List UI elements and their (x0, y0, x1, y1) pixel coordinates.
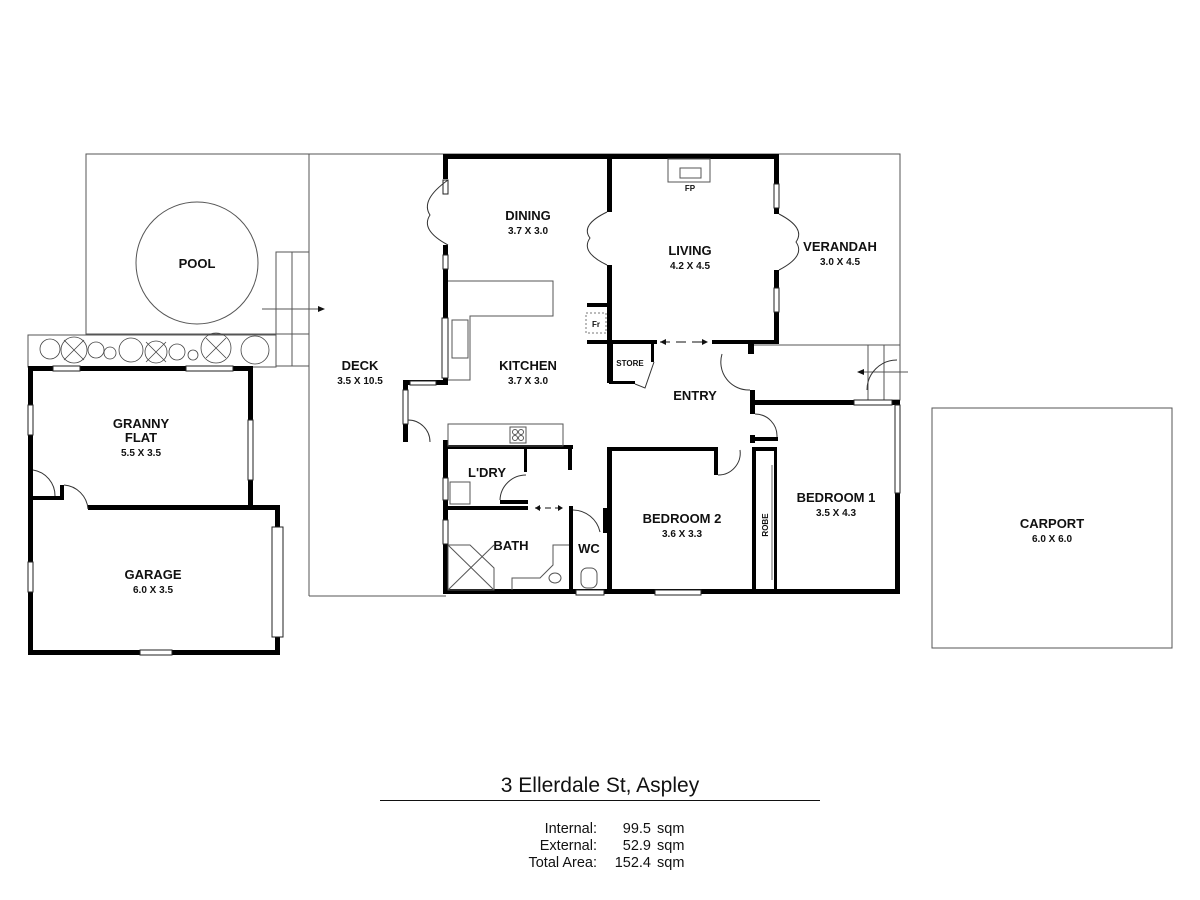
room-label-garage: GARAGE (124, 567, 181, 582)
room-label-wc: WC (578, 541, 600, 556)
cooktop-icon (509, 426, 527, 444)
house-walls (403, 154, 900, 594)
doors (407, 179, 898, 533)
property-address: 3 Ellerdale St, Aspley (500, 774, 700, 797)
wet-area-fixtures (447, 481, 598, 591)
room-label-store: STORE (616, 359, 644, 368)
sliding-doors (535, 339, 708, 511)
garage-door (271, 526, 284, 638)
plan-footer: 3 Ellerdale St, Aspley Internal: 99.5 sq… (380, 772, 820, 872)
room-dims-verandah: 3.0 X 4.5 (820, 257, 860, 268)
fireplace-icon (667, 158, 711, 183)
toilet-icon (580, 567, 598, 589)
room-label-entry: ENTRY (673, 388, 717, 403)
area-value: 99.5 (622, 821, 651, 837)
granny-flat-walls (28, 366, 280, 655)
room-dims-bedroom-2: 3.6 X 3.3 (662, 529, 702, 540)
garden-plants (39, 332, 270, 365)
area-value: 52.9 (622, 838, 651, 854)
kitchen-sink-icon (451, 319, 469, 359)
room-label-robe: ROBE (761, 513, 770, 537)
area-row-internal: Internal: 99.5 sqm (380, 821, 820, 838)
room-dims-living: 4.2 X 4.5 (670, 261, 710, 272)
area-summary: Internal: 99.5 sqm External: 52.9 sqm To… (380, 821, 820, 872)
pool-shape (135, 201, 259, 325)
fridge-label: Fr (592, 320, 600, 329)
fireplace-label: FP (685, 184, 696, 193)
area-unit: sqm (657, 821, 685, 837)
granny-flat-windows (27, 365, 284, 656)
area-value: 152.4 (614, 855, 651, 871)
carport-outline (931, 407, 1173, 649)
room-dims-kitchen: 3.7 X 3.0 (508, 376, 548, 387)
room-label-granny-flat-line1: GRANNY (113, 416, 170, 431)
room-label-dining: DINING (505, 208, 551, 223)
area-unit: sqm (657, 838, 685, 854)
area-row-external: External: 52.9 sqm (380, 838, 820, 855)
laundry-tub-icon (449, 481, 471, 505)
room-label-carport: CARPORT (1020, 516, 1084, 531)
fridge-icon (585, 312, 607, 334)
shower-icon (447, 544, 495, 591)
room-label-verandah: VERANDAH (803, 239, 877, 254)
room-label-bath: BATH (493, 538, 528, 553)
room-dims-deck: 3.5 X 10.5 (337, 376, 383, 387)
area-unit: sqm (657, 855, 685, 871)
room-label-bedroom-2: BEDROOM 2 (643, 511, 722, 526)
kitchen-fixtures (447, 158, 711, 447)
room-dims-dining: 3.7 X 3.0 (508, 226, 548, 237)
entry-stairs (857, 344, 908, 401)
room-label-granny-flat-line2: FLAT (125, 430, 157, 445)
area-label: Internal: (544, 821, 597, 837)
room-label-kitchen: KITCHEN (499, 358, 557, 373)
pool-stairs (262, 251, 325, 367)
room-label-deck: DECK (342, 358, 379, 373)
area-row-total: Total Area: 152.4 sqm (380, 855, 820, 872)
vanity-icon (511, 544, 569, 590)
windows (402, 179, 901, 596)
room-dims-carport: 6.0 X 6.0 (1032, 534, 1072, 545)
room-dims-granny-flat: 5.5 X 3.5 (121, 448, 161, 459)
area-label: Total Area: (528, 855, 597, 871)
kitchen-bench (447, 423, 564, 447)
area-label: External: (539, 838, 597, 854)
room-label-pool: POOL (179, 256, 216, 271)
room-dims-garage: 6.0 X 3.5 (133, 585, 173, 596)
address-underline (380, 800, 820, 801)
room-dims-bedroom-1: 3.5 X 4.3 (816, 508, 856, 519)
room-label-laundry: L'DRY (468, 465, 506, 480)
room-label-bedroom-1: BEDROOM 1 (797, 490, 876, 505)
room-label-living: LIVING (668, 243, 711, 258)
